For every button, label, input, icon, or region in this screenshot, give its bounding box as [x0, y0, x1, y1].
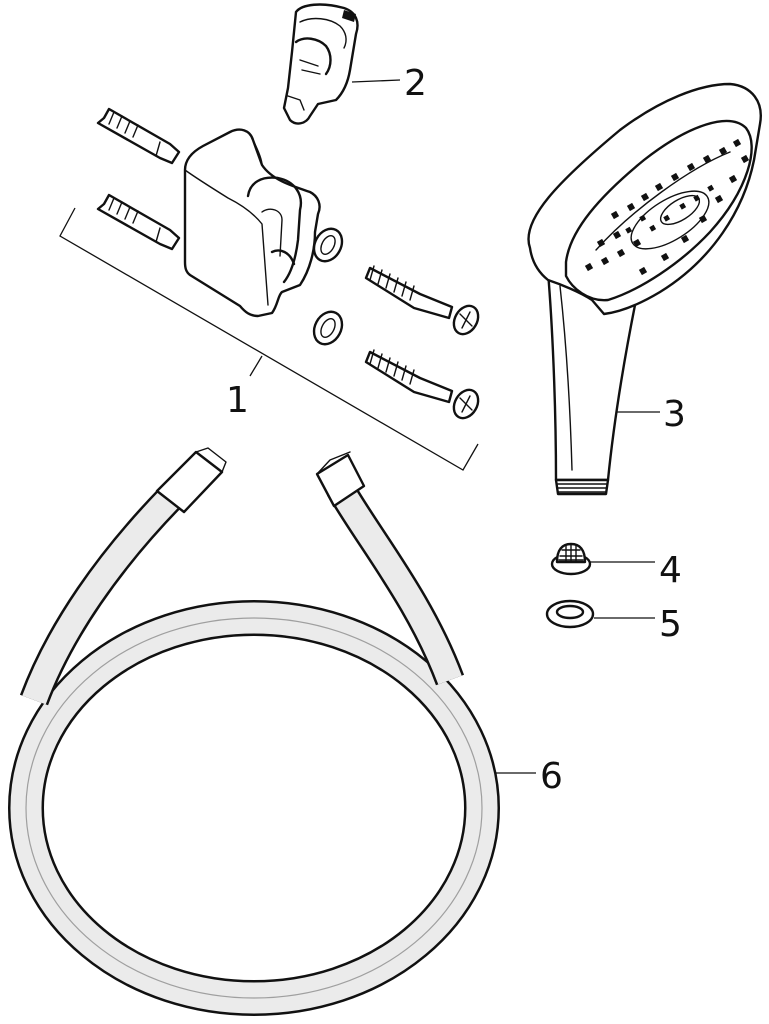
bracket-set-bounding-line	[59, 207, 479, 471]
wall-dowel-lower	[96, 193, 181, 251]
wall-bracket	[183, 128, 321, 318]
holder-clip: 2	[282, 3, 427, 125]
screw-upper	[364, 265, 480, 336]
callout-1-label: 1	[226, 380, 249, 421]
screw-lower	[364, 349, 480, 420]
spray-nozzles	[584, 138, 750, 276]
callout-1-leader	[249, 355, 263, 377]
hose-fitting-left	[155, 447, 227, 514]
wall-dowel-upper	[96, 107, 181, 165]
callout-2-leader	[351, 79, 401, 83]
seal: 5	[545, 599, 682, 645]
callout-3-label: 3	[663, 394, 686, 435]
callout-6-label: 6	[540, 756, 563, 797]
hose-fitting-right	[315, 451, 366, 508]
shower-hose: 6	[8, 447, 563, 1016]
hand-shower: 3	[527, 82, 762, 496]
washer-lower	[312, 310, 344, 346]
bracket-set-group: 1	[59, 107, 480, 471]
strainer: 4	[550, 542, 682, 591]
callout-5-label: 5	[659, 604, 682, 645]
washer-upper	[312, 227, 344, 263]
callout-2-label: 2	[404, 63, 427, 104]
callout-4-label: 4	[659, 550, 682, 591]
